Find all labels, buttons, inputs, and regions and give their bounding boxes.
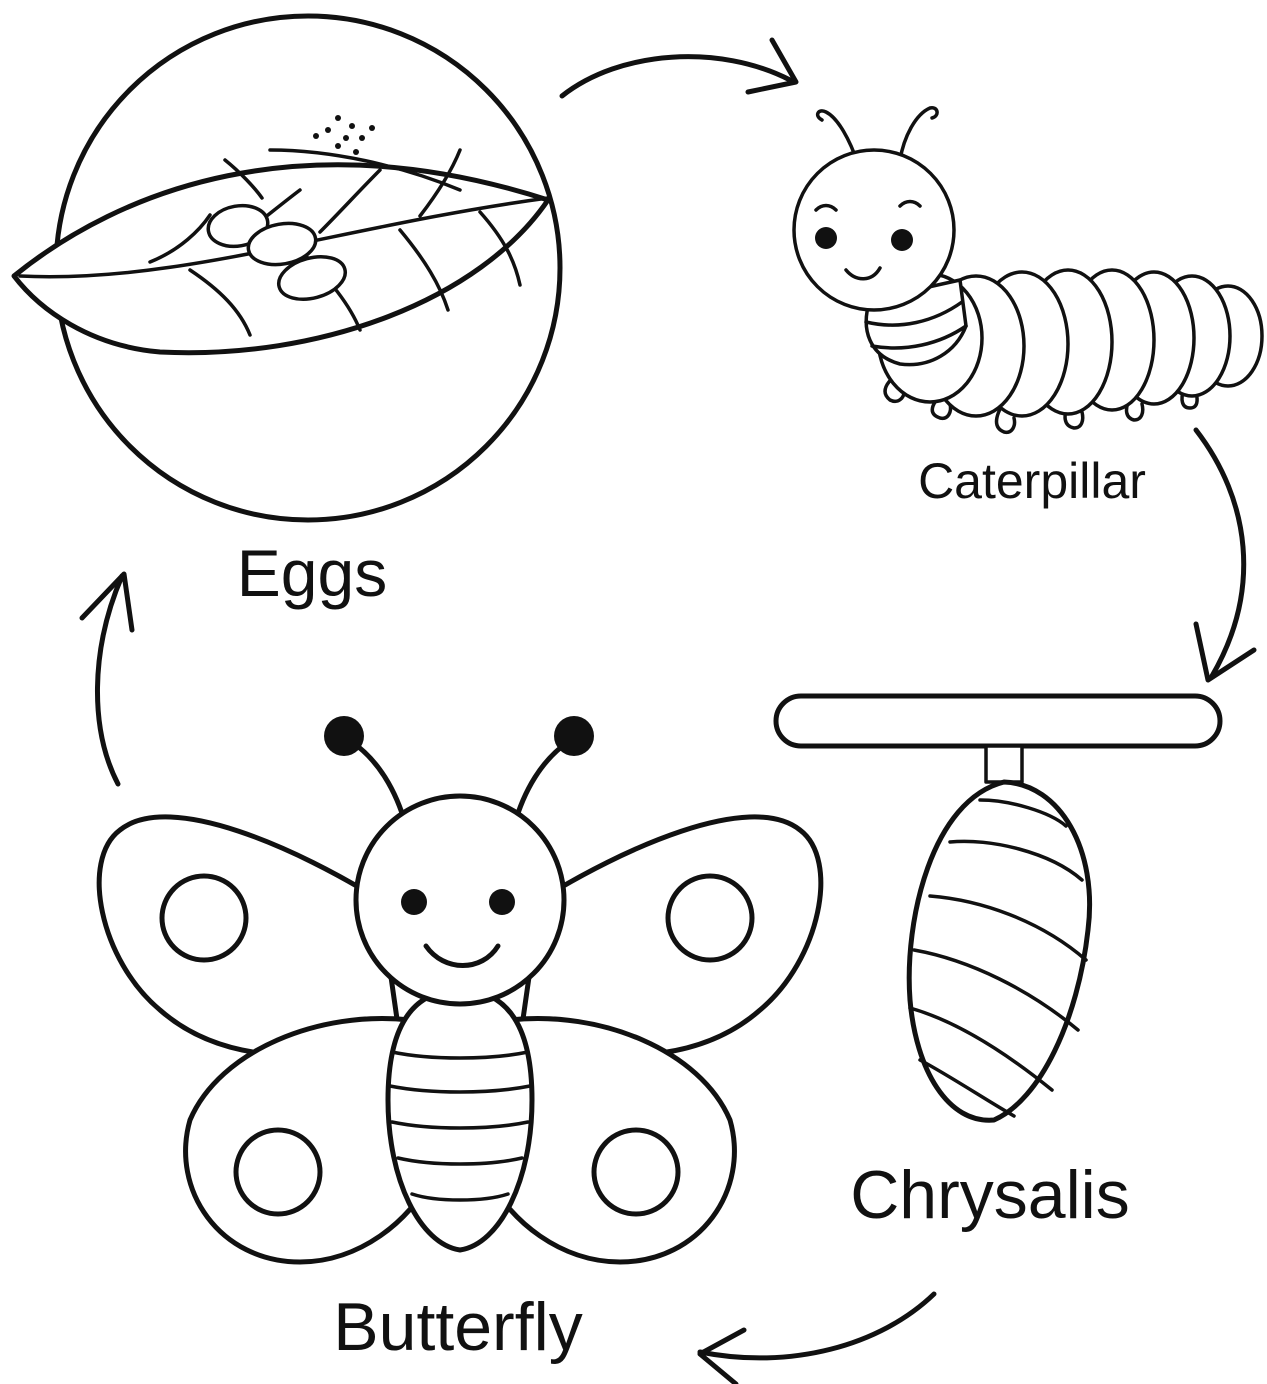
- caterpillar-label: Caterpillar: [918, 453, 1146, 509]
- arrow-butterfly-to-eggs: [82, 574, 132, 784]
- chrysalis-icon: [776, 696, 1220, 1120]
- chrysalis-stage: Chrysalis: [776, 696, 1220, 1233]
- caterpillar-icon: [794, 108, 1262, 433]
- eggs-stage: Eggs: [14, 16, 560, 610]
- arrow-eggs-to-caterpillar: [562, 40, 796, 96]
- butterfly-label: Butterfly: [333, 1289, 582, 1365]
- leaf-with-eggs-icon: [14, 16, 560, 520]
- arrow-caterpillar-to-chrysalis: [1196, 430, 1254, 680]
- caterpillar-stage: Caterpillar: [794, 108, 1262, 509]
- arrow-chrysalis-to-butterfly: [700, 1294, 934, 1384]
- antenna-tip-left: [324, 716, 364, 756]
- twig-bar: [776, 696, 1220, 746]
- antenna-tip-right: [554, 716, 594, 756]
- butterfly-icon: [99, 716, 821, 1262]
- butterfly-stage: Butterfly: [99, 716, 821, 1365]
- eggs-label: Eggs: [237, 536, 387, 610]
- chrysalis-label: Chrysalis: [850, 1157, 1130, 1233]
